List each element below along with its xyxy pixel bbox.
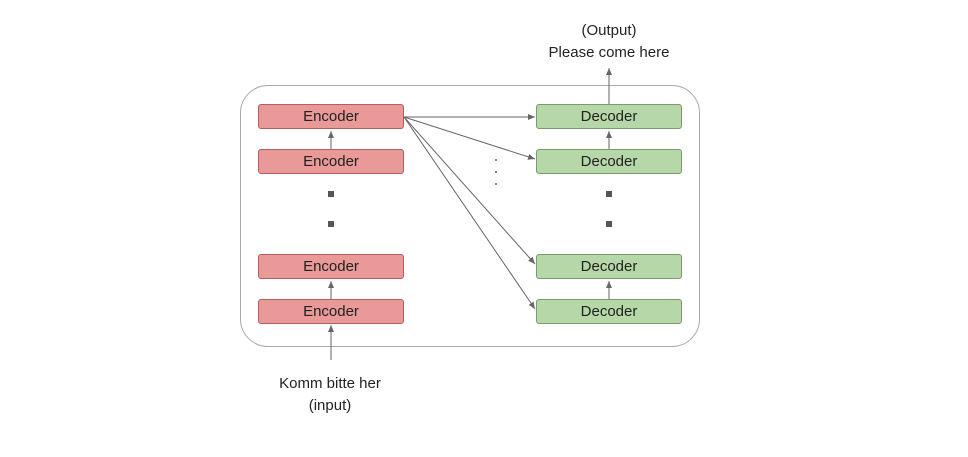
encoder-block: Encoder	[258, 104, 404, 129]
fanout-arrow-2	[403, 116, 536, 160]
model-frame	[240, 85, 700, 347]
input-label: Komm bitte her (input)	[230, 373, 430, 417]
decoder-label: Decoder	[580, 153, 638, 170]
fanout-arrow-3	[403, 116, 536, 265]
encoder-label: Encoder	[303, 108, 359, 125]
encoder-block: Encoder	[258, 299, 404, 324]
encoder-label: Encoder	[303, 153, 359, 170]
encoder-label: Encoder	[303, 303, 359, 320]
output-text: Please come here	[548, 44, 670, 61]
decoder-block: Decoder	[536, 299, 682, 324]
decoder-label: Decoder	[580, 108, 638, 125]
decoder-label: Decoder	[580, 303, 638, 320]
output-label: (Output) Please come here	[509, 20, 709, 64]
input-tag: (input)	[308, 397, 352, 414]
fanout-ellipsis-dot	[495, 183, 497, 185]
fanout-ellipsis-dot	[495, 171, 497, 173]
decoder-label: Decoder	[580, 258, 638, 275]
encoder-ellipsis-dot	[328, 221, 334, 227]
fanout-arrow-4	[403, 116, 536, 310]
decoder-ellipsis-dot	[606, 191, 612, 197]
encoder-block: Encoder	[258, 254, 404, 279]
decoder-block: Decoder	[536, 104, 682, 129]
decoder-block: Decoder	[536, 149, 682, 174]
output-tag: (Output)	[581, 22, 637, 39]
decoder-block: Decoder	[536, 254, 682, 279]
decoder-ellipsis-dot	[606, 221, 612, 227]
fanout-ellipsis-dot	[495, 159, 497, 161]
encoder-ellipsis-dot	[328, 191, 334, 197]
input-text: Komm bitte her	[279, 375, 381, 392]
encoder-label: Encoder	[303, 258, 359, 275]
encoder-block: Encoder	[258, 149, 404, 174]
